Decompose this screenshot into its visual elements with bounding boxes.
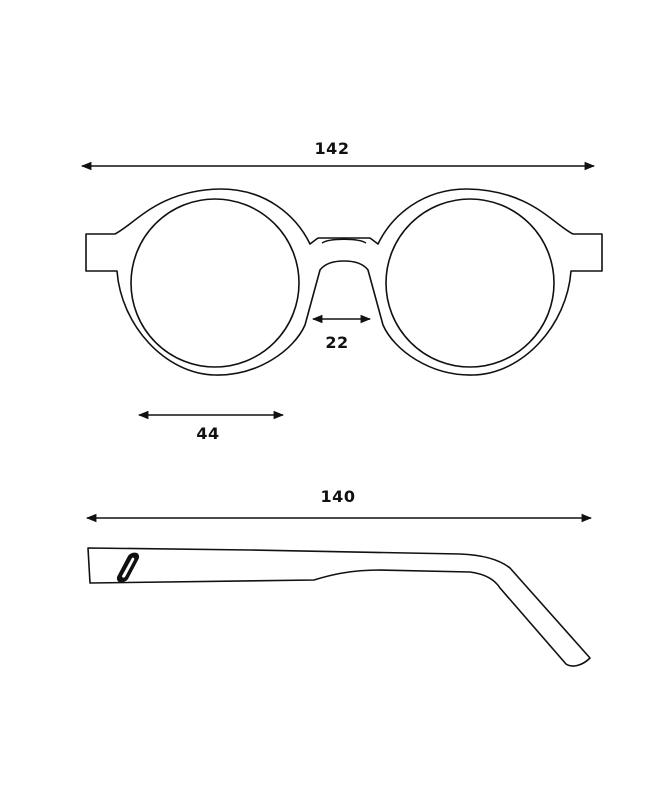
- left-lens: [130, 198, 300, 368]
- temple-logo-icon: [116, 552, 140, 583]
- front-frame-outline: [85, 188, 603, 376]
- lens-width-label: 44: [196, 424, 220, 443]
- right-lens: [385, 198, 555, 368]
- temple-arm-outline: [87, 547, 591, 667]
- bridge-width-label: 22: [325, 333, 349, 352]
- bridge-top-curve: [321, 238, 367, 244]
- temple-length-label: 140: [320, 487, 356, 506]
- total-width-label: 142: [314, 139, 350, 158]
